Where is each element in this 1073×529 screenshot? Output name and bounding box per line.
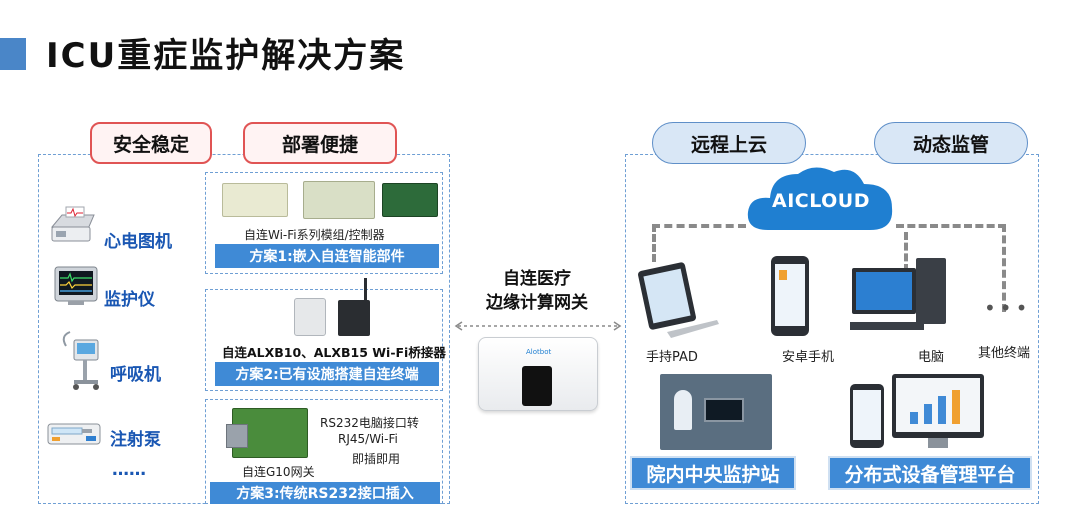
patient-monitor-icon <box>54 266 98 306</box>
cloud-connector-mid <box>904 232 908 272</box>
device-label-monitor: 监护仪 <box>104 290 155 310</box>
terminal-label-other: 其他终端 <box>978 346 1031 361</box>
management-platform-banner: 分布式设备管理平台 <box>828 456 1032 490</box>
gateway-label-line2: 边缘计算网关 <box>486 293 588 313</box>
central-station-banner: 院内中央监护站 <box>630 456 796 490</box>
bridge-alxb15-image <box>338 300 370 336</box>
terminal-label-pad: 手持PAD <box>646 350 698 365</box>
page-title: ICU重症监护解决方案 <box>46 36 406 76</box>
terminal-label-phone: 安卓手机 <box>782 350 835 365</box>
header-easy-deploy: 部署便捷 <box>243 122 397 164</box>
solution-3-caption-gateway: 自连G10网关 <box>242 465 315 479</box>
tablet-icon <box>638 262 719 338</box>
gateway-link-arrow <box>454 321 622 331</box>
solution-3-caption-1: RS232电脑接口转 <box>320 416 419 430</box>
terminal-label-pc: 电脑 <box>918 350 945 365</box>
desktop-screen <box>856 272 912 310</box>
desktop-tower <box>916 258 946 324</box>
bridge-alxb10-image <box>294 298 326 336</box>
header-remote-cloud: 远程上云 <box>652 122 806 164</box>
device-label-ventilator: 呼吸机 <box>110 365 161 385</box>
solution-2-banner: 方案2:已有设施搭建自连终端 <box>215 362 439 386</box>
solution-1-banner: 方案1:嵌入自连智能部件 <box>215 244 439 268</box>
device-label-ecg: 心电图机 <box>104 232 172 252</box>
wifi-module-image-2 <box>303 181 375 219</box>
wifi-module-image-3 <box>382 183 438 217</box>
ecg-machine-icon <box>48 205 98 245</box>
gateway-front-panel <box>522 366 552 406</box>
solution-3-banner: 方案3:传统RS232接口插入 <box>210 482 440 504</box>
cloud-label: AICLOUD <box>772 190 870 212</box>
more-icon: ••• <box>984 296 1032 320</box>
cloud-icon <box>747 167 893 230</box>
solution-1-caption: 自连Wi-Fi系列模组/控制器 <box>244 228 385 242</box>
cloud-connector-right <box>896 224 1006 312</box>
solution-3-caption-2: RJ45/Wi-Fi <box>338 432 398 446</box>
desktop-keyboard <box>850 322 924 330</box>
title-accent-bar <box>0 38 26 70</box>
right-section-frame <box>625 154 1039 504</box>
header-safe-stable: 安全稳定 <box>90 122 212 164</box>
syringe-pump-icon <box>46 420 102 448</box>
ventilator-icon <box>56 328 106 392</box>
header-dynamic-monitor: 动态监管 <box>874 122 1028 164</box>
mgmt-bar-graphic <box>910 390 960 424</box>
gateway-brand: Alotbot <box>526 348 552 356</box>
cloud-connector-left <box>652 224 746 262</box>
wifi-module-image-1 <box>222 183 288 217</box>
solution-2-caption: 自连ALXB10、ALXB15 Wi-Fi桥接器 <box>222 345 446 360</box>
device-label-syringe-pump: 注射泵 <box>110 430 161 450</box>
mgmt-phone-screen <box>853 390 881 440</box>
rs232-connector <box>226 424 248 448</box>
solution-3-caption-3: 即插即用 <box>352 452 401 466</box>
mgmt-monitor-stand <box>928 438 948 448</box>
nurse-figure <box>674 390 692 430</box>
bridge-antenna <box>364 278 367 302</box>
device-label-more: …… <box>112 460 146 480</box>
central-station-screen <box>704 398 744 422</box>
phone-screen-avatar <box>779 270 787 280</box>
gateway-label-line1: 自连医疗 <box>503 269 571 289</box>
